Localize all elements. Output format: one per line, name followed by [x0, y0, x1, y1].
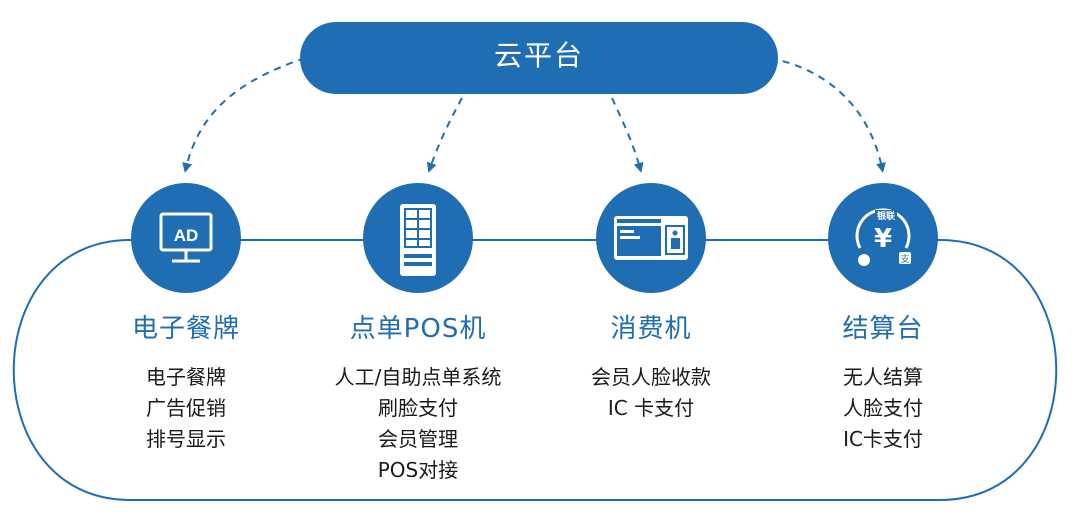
list-item: 刷脸支付	[378, 396, 458, 420]
list-item: POS对接	[377, 458, 459, 482]
face-payment-terminal-icon	[614, 216, 688, 260]
connector-arrow-1	[182, 57, 306, 173]
yuan-payment-icon: ¥ 银联 支	[855, 208, 911, 266]
node-items-1: 电子餐牌 广告促销 排号显示	[86, 362, 286, 455]
list-item: IC 卡支付	[607, 396, 695, 420]
node-title-1: 电子餐牌	[131, 314, 240, 344]
svg-text:¥: ¥	[874, 224, 892, 254]
svg-text:支: 支	[900, 253, 909, 265]
unionpay-icon-text: 银联	[877, 210, 896, 222]
kiosk-icon	[400, 204, 436, 276]
node-items-4: 无人结算 人脸支付 IC卡支付	[783, 362, 983, 455]
list-item: 人工/自助点单系统	[334, 365, 502, 389]
list-item: IC卡支付	[843, 427, 923, 451]
connector-arrow-3	[611, 97, 644, 173]
list-item: 广告促销	[146, 396, 226, 420]
list-item: 电子餐牌	[146, 365, 226, 389]
ad-icon-text: AD	[174, 226, 199, 245]
node-title-2: 点单POS机	[349, 314, 487, 344]
connector-arrow-4	[769, 57, 886, 173]
list-item: 会员人脸收款	[591, 365, 711, 389]
cloud-platform-pill	[300, 22, 778, 94]
cloud-platform-label: 云平台	[493, 39, 584, 72]
platform-loop	[12, 239, 1058, 501]
node-circle-1	[131, 183, 241, 293]
ad-monitor-icon: AD	[159, 212, 213, 263]
list-item: 无人结算	[843, 365, 923, 389]
list-item: 人脸支付	[843, 396, 923, 420]
node-items-2: 人工/自助点单系统 刷脸支付 会员管理 POS对接	[308, 362, 528, 486]
list-item: 排号显示	[146, 427, 226, 451]
connector-arrow-2	[426, 97, 463, 173]
node-circle-4	[828, 183, 938, 293]
node-title-3: 消费机	[610, 314, 692, 344]
list-item: 会员管理	[378, 427, 458, 451]
node-items-3: 会员人脸收款 IC 卡支付	[551, 362, 751, 424]
node-title-4: 结算台	[842, 314, 924, 344]
